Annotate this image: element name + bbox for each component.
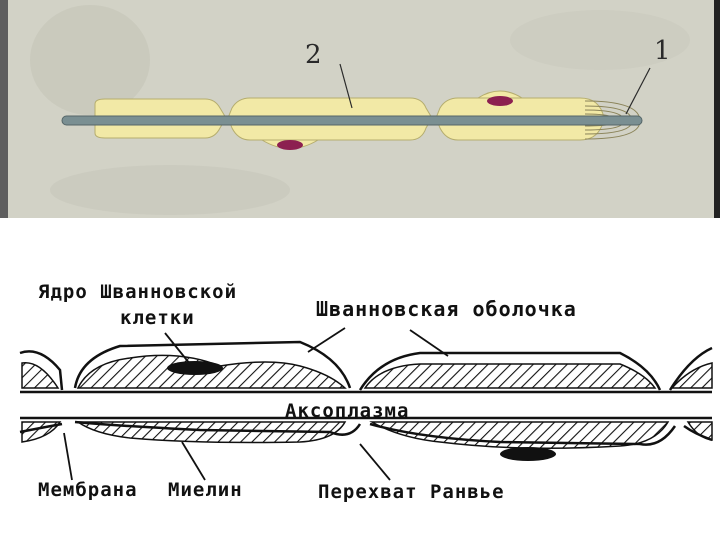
upper-sheath-outline bbox=[19, 340, 713, 391]
myelin-upper-left bbox=[21, 361, 60, 389]
label-axoplasm: Аксоплазма bbox=[285, 400, 410, 422]
myelin-upper-2 bbox=[363, 363, 657, 389]
myelin-lower-1 bbox=[75, 421, 347, 444]
left-dark-bar bbox=[0, 0, 8, 218]
myelinated-fiber-illustration: 2 1 bbox=[0, 0, 720, 218]
myelin-upper-right bbox=[670, 362, 713, 389]
label-membrane: Мембрана bbox=[38, 479, 138, 501]
schematic-drawing bbox=[19, 327, 713, 481]
myelin-lower-2 bbox=[369, 421, 670, 449]
fiber-drawing bbox=[0, 0, 720, 218]
label-myelin: Миелин bbox=[168, 479, 243, 501]
label-schwann-sheath: Шванновская оболочка bbox=[316, 297, 577, 321]
right-dark-bar bbox=[714, 0, 720, 218]
label-schwann-nucleus: Ядро Шванновской bbox=[38, 281, 238, 303]
schwann-nucleus-bottom bbox=[277, 140, 303, 150]
label-number-2: 2 bbox=[305, 40, 322, 70]
myelin-lower-left bbox=[21, 421, 62, 443]
schwann-nucleus-lower bbox=[500, 447, 556, 461]
label-schwann-nucleus-line2: клетки bbox=[120, 307, 195, 329]
schwann-nucleus-top bbox=[487, 96, 513, 106]
axon bbox=[61, 115, 643, 126]
myelinated-fiber-schematic: Ядро Шванновской клетки Шванновская обол… bbox=[0, 218, 720, 540]
label-number-1: 1 bbox=[654, 36, 671, 66]
label-node-of-ranvier: Перехват Ранвье bbox=[318, 481, 505, 503]
schwann-nucleus-upper bbox=[167, 361, 223, 375]
myelin-lower-right bbox=[686, 421, 713, 441]
